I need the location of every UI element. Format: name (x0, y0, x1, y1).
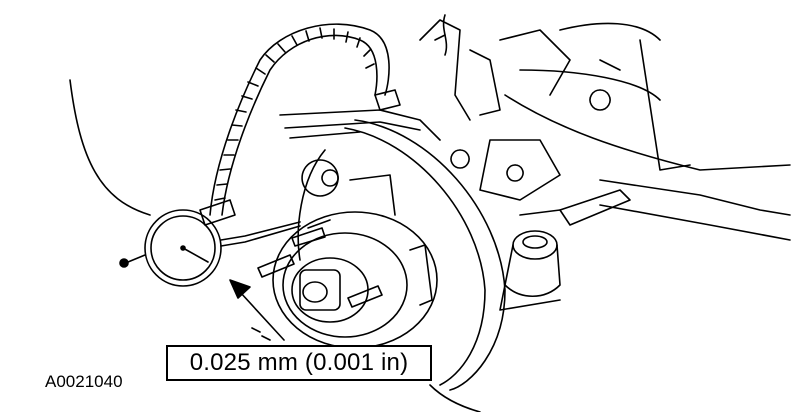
wheel-hub (257, 211, 438, 349)
magnetic-base-arm (199, 23, 401, 226)
fender-line (429, 384, 481, 412)
ball-joint (499, 230, 561, 311)
measurement-value: 0.025 mm (0.001 in) (189, 349, 409, 376)
measurement-callout: 0.025 mm (0.001 in) (166, 345, 432, 381)
pointer-arrow-icon (229, 279, 285, 341)
figure-id: A0021040 (45, 372, 123, 391)
suspension-frame (69, 22, 791, 241)
dial-indicator-icon (119, 209, 301, 287)
steering-knuckle (279, 14, 524, 216)
